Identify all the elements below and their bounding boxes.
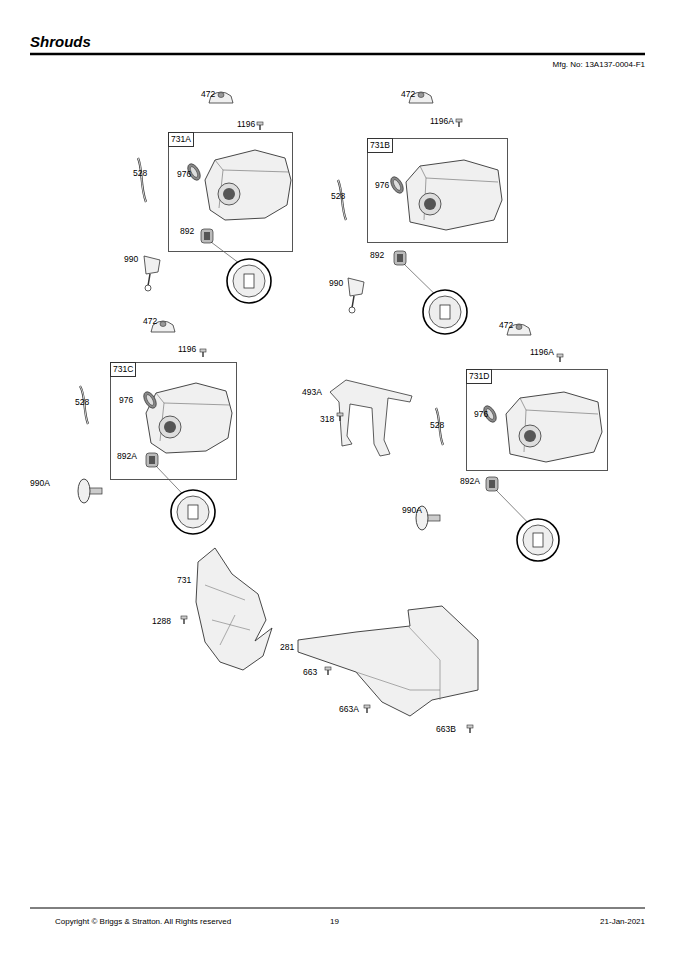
footer-rule (30, 908, 645, 909)
group-box: 731C 976 892A (110, 362, 237, 480)
screw-part (325, 667, 331, 675)
key-part (144, 256, 160, 291)
callout-number: 493A (302, 388, 322, 397)
callout-number: 976 (474, 410, 488, 419)
page-note: Copyright © Briggs & Stratton. All Right… (55, 918, 231, 926)
detail-circle (227, 259, 271, 303)
callout-number: 472 (143, 317, 157, 326)
screw-part (181, 616, 187, 624)
callout-number: 1288 (152, 617, 171, 626)
page-note: 21-Jan-2021 (600, 918, 645, 926)
callout-number: 892A (117, 452, 137, 461)
group-box: 731B 976 (367, 138, 508, 243)
group-box: 731A 976 892 (168, 132, 293, 252)
callout-number: 528 (75, 398, 89, 407)
page-title: Shrouds (30, 33, 91, 50)
switch-part (146, 453, 158, 467)
callout-number: 892 (370, 251, 384, 260)
callout-number: 1196 (237, 120, 255, 129)
grommet-part (388, 175, 406, 196)
callout-number: 1196A (530, 348, 554, 357)
screw-part (257, 122, 263, 130)
callout-number: 663 (303, 668, 317, 677)
assembly-number: 731B (367, 138, 393, 153)
callout-number: 976 (119, 396, 133, 405)
key-part (348, 278, 364, 313)
page-note: 19 (330, 918, 339, 926)
callout-number: 528 (430, 421, 444, 430)
detail-circle (517, 519, 559, 561)
screw-part (337, 413, 343, 421)
screw-part (467, 725, 473, 733)
shroud-part (146, 383, 232, 453)
fuel-line (138, 158, 146, 202)
callout-number: 1196 (178, 345, 196, 354)
callout-number: 528 (133, 169, 147, 178)
assembly-number: 731D (466, 369, 492, 384)
callout-number: 472 (201, 90, 215, 99)
switch-part (394, 251, 406, 265)
page-note: Mfg. No: 13A137-0004-F1 (553, 61, 646, 69)
leader-line (496, 490, 528, 522)
switch-part (486, 477, 498, 491)
callout-number: 1196A (430, 117, 454, 126)
shroud-part (196, 548, 272, 670)
grommet-part (141, 390, 159, 411)
callout-number: 663A (339, 705, 359, 714)
assembly-number: 731C (110, 362, 136, 377)
group-box: 731D 976 (466, 369, 608, 471)
screw-part (200, 349, 206, 357)
callout-number: 318 (320, 415, 334, 424)
shroud-part (506, 392, 602, 462)
callout-number: 472 (401, 90, 415, 99)
switch-part (201, 229, 213, 243)
shroud-detail (205, 585, 250, 645)
title-rule (30, 53, 645, 56)
callout-number: 528 (331, 192, 345, 201)
callout-number: 976 (177, 170, 191, 179)
screw-part (456, 119, 462, 127)
screw-part (364, 705, 370, 713)
assembly-number: 731A (168, 132, 194, 147)
shroud-part (298, 606, 478, 716)
callout-number: 731 (177, 576, 191, 585)
detail-circle (171, 490, 215, 534)
leader-line (404, 264, 434, 293)
knob-part (78, 479, 102, 503)
shroud-detail (356, 626, 440, 700)
screw-part (557, 354, 563, 362)
callout-number: 663B (436, 725, 456, 734)
fuel-line (138, 158, 146, 202)
callout-number: 281 (280, 643, 294, 652)
shroud-part (205, 150, 291, 220)
detail-circle (423, 290, 467, 334)
callout-number: 892 (180, 227, 194, 236)
callout-number: 892A (460, 477, 480, 486)
callout-number: 990 (124, 255, 138, 264)
callout-number: 472 (499, 321, 513, 330)
leader-line (211, 242, 238, 262)
callout-number: 990A (30, 479, 50, 488)
callout-number: 990 (329, 279, 343, 288)
shroud-part (406, 160, 502, 230)
callout-number: 976 (375, 181, 389, 190)
callout-number: 990A (402, 506, 422, 515)
bracket-part (330, 380, 412, 456)
